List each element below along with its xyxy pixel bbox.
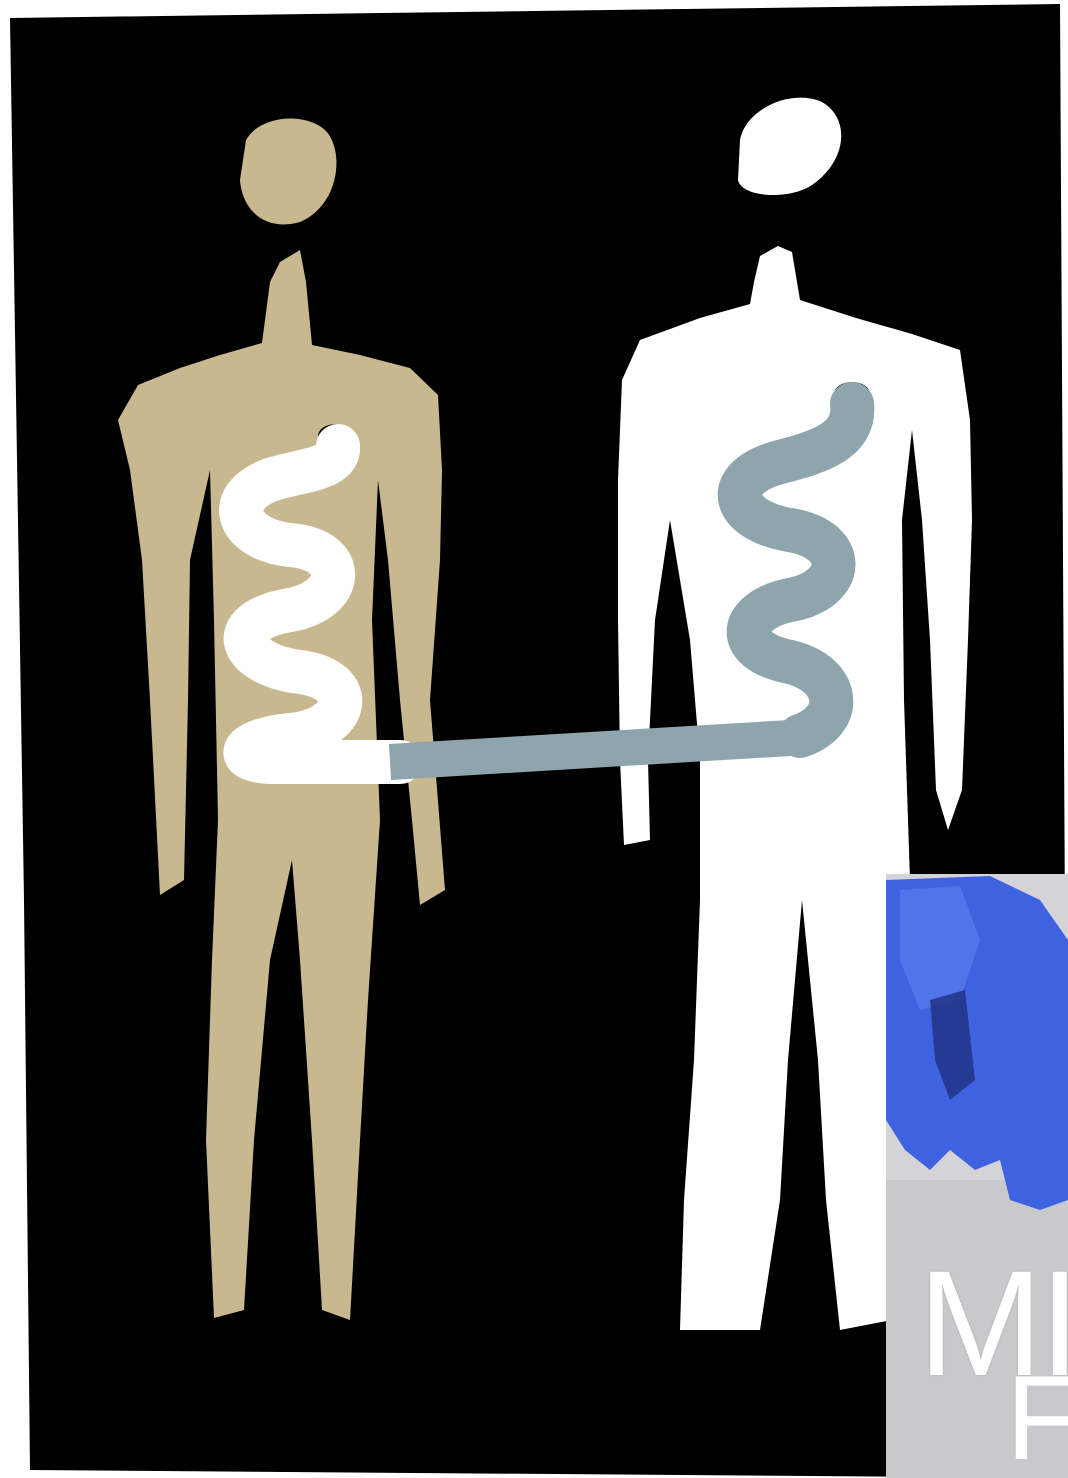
inset-subtitle-text: F — [1006, 1358, 1068, 1478]
connecting-tube — [390, 738, 790, 762]
inset-text-clip: MI F — [886, 874, 1068, 1478]
